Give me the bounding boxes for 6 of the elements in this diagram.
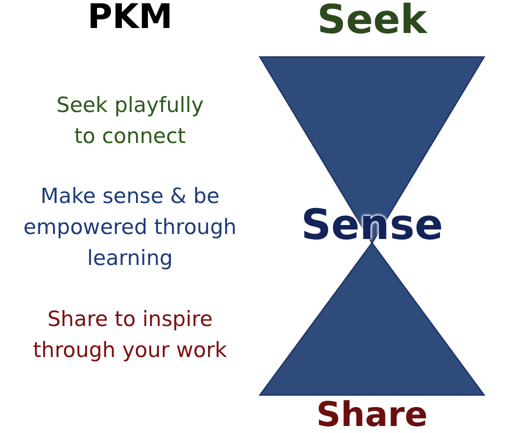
description-text: Share to inspire through your work — [32, 306, 228, 364]
stage-label: Share — [315, 398, 429, 432]
description-text: Seek playfully to connect — [55, 92, 205, 150]
description-text: Make sense & be empowered through learning — [22, 183, 238, 272]
title: PKM — [86, 0, 174, 34]
stage-label: Seek — [316, 0, 428, 40]
